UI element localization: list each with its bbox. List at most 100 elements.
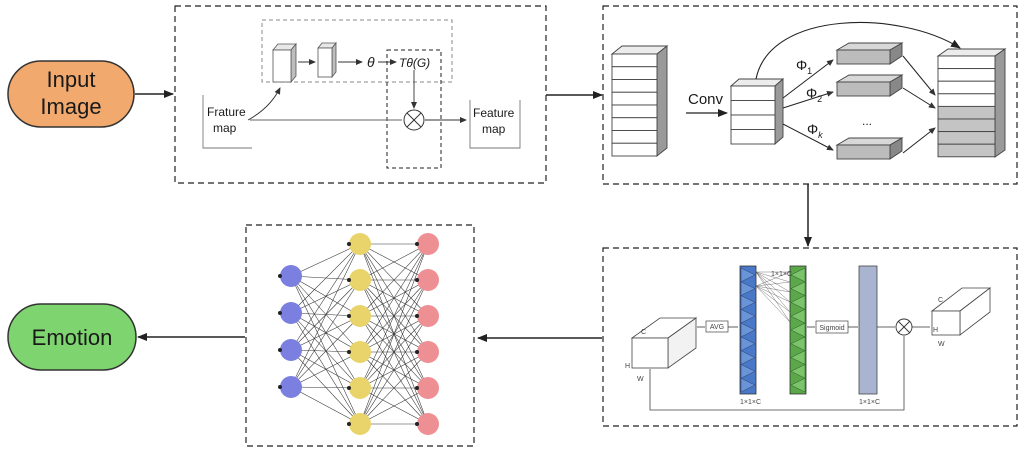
stack-layer [937,55,996,70]
network-edge [359,243,429,389]
att-out-h-label: H [933,327,938,334]
attention-input-cuboid [631,337,669,369]
stack-layer [730,100,776,116]
loc-block-2 [317,47,333,78]
excitation-connections [755,271,791,323]
channel-weight-bar [858,265,878,395]
fan-line [755,271,791,313]
fan-line [755,271,791,303]
input-image-node: Input Image [7,60,135,128]
network-edge [359,243,429,353]
unit-triangle [740,267,756,283]
network-edge [290,243,361,314]
phi-k-label: Φk [807,121,823,140]
transform-label: Tθ(G) [399,56,430,70]
neuron-port [415,278,419,282]
output-neuron [417,233,439,255]
feature-map-in-frame [202,95,252,149]
input-image-pill [7,60,135,128]
attention-module-box [602,247,1018,427]
output-neuron [417,341,439,363]
neuron-port [278,385,282,389]
network-edge [290,275,361,353]
stn-module: θ Tθ(G) Frature map Feature map [202,19,521,169]
emotion-pill [7,303,137,371]
att-c-label: C [641,329,646,336]
squeeze-units [740,267,756,393]
classifier-network [278,233,439,435]
network-edge [290,386,361,425]
network-edge [290,312,361,425]
psp-module: Conv Φ1 Φ2 Φk ... [610,22,1007,160]
input-neuron [280,302,302,324]
output-neuron [417,377,439,399]
unit-triangle [740,295,756,310]
network-edge [290,349,361,389]
localisation-frame [261,19,453,83]
neuron-port [347,350,351,354]
network-edge [290,351,361,388]
unit-triangle [740,336,756,352]
attention-output-cuboid [931,310,961,336]
psp-module-box [602,5,1018,185]
fan-line [755,271,791,283]
neuron-port [347,386,351,390]
fan-line [755,285,791,313]
output-feature-stack [937,55,996,158]
fan-line [755,285,791,323]
unit-triangle [740,322,756,338]
grid-generator-box [386,49,442,169]
hidden-neuron [349,269,371,291]
emotion-node: Emotion [7,303,137,371]
stack-layer [611,53,658,68]
network-edge [290,275,361,317]
attention-module: C H W AVG 1×1×C 1×1×C Sigmoid 1×1×C C H [625,265,992,411]
att-out-c-label: C [938,297,943,304]
network-edge [359,279,429,425]
input-label-line1: Input [47,67,96,92]
output-neuron [417,269,439,291]
phi-2-label: Φ2 [806,85,822,104]
att-out-w-label: W [938,341,945,348]
network-edge [290,312,361,389]
unit-triangle [740,377,756,393]
fan-line [755,285,791,293]
stack-layer [937,131,996,145]
network-neurons [278,233,439,435]
pooled-slab-1 [835,42,904,65]
avg-label: AVG [710,324,724,331]
network-edge [359,243,429,317]
feature-map-in-line2: map [213,121,237,135]
excitation-units [790,267,806,393]
input-neuron [280,376,302,398]
neuron-port [415,314,419,318]
conv-label: Conv [688,91,724,108]
pooling-dots: ... [862,114,872,128]
attention-residual-path [649,336,905,411]
hidden-neuron [349,413,371,435]
stack-layer [937,80,996,95]
stack-layer [937,68,996,82]
neuron-port [278,348,282,352]
emotion-label: Emotion [32,325,113,350]
unit-triangle [740,308,756,324]
network-edge [290,243,361,351]
network-edge [359,351,429,425]
network-edge [290,312,361,353]
output-neuron [417,305,439,327]
network-connections [290,243,429,425]
unit-triangle [790,267,806,283]
network-edge [359,243,429,425]
network-edge [290,275,361,389]
neuron-port [415,350,419,354]
network-edge [359,243,429,281]
stack-layer [611,142,658,157]
neuron-port [347,314,351,318]
theta-label: θ [367,54,375,70]
network-edge [290,275,361,425]
hidden-neuron [349,233,371,255]
network-edge [290,315,361,388]
network-edge [290,279,361,388]
att-h-label: H [625,363,630,370]
